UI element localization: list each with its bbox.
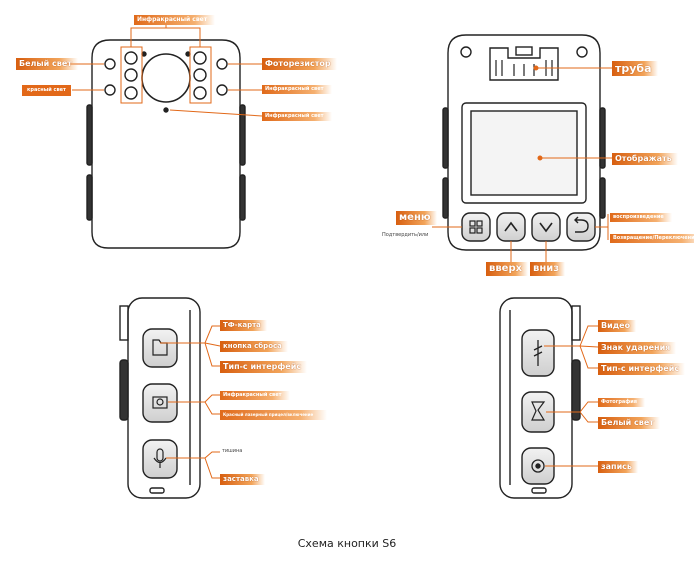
- right-side-view: [499, 297, 581, 499]
- right-side-port: [531, 487, 547, 494]
- front-photoresistor-label: Фоторезистор: [262, 58, 337, 70]
- back-pipe-label: труба: [612, 61, 658, 76]
- screen-bezel: [461, 102, 587, 204]
- clip-pipe: [489, 47, 559, 81]
- back-display-label: Отображать: [612, 153, 678, 165]
- right-white-light-label: Белый свет: [598, 417, 660, 429]
- back-right-rib: [599, 107, 606, 169]
- record-icon: [531, 459, 545, 473]
- left-leaders: [160, 325, 221, 479]
- back-button[interactable]: [566, 212, 596, 242]
- microphone-icon: [156, 448, 164, 462]
- led-left-1: [124, 51, 138, 65]
- left-side-clip: [119, 305, 129, 341]
- front-body: [91, 39, 241, 249]
- chevron-up-icon: [504, 221, 518, 232]
- left-side-rib: [119, 359, 129, 421]
- burst-icon: [531, 401, 546, 421]
- left-screensaver-label: заставка: [220, 474, 265, 485]
- ir-led-right: [216, 84, 228, 96]
- red-led: [104, 84, 116, 96]
- front-right-rib-2: [239, 174, 246, 221]
- photoresistor-hole-2: [185, 51, 191, 57]
- left-button-2[interactable]: [142, 383, 178, 423]
- left-led-group: [120, 46, 143, 104]
- nav-buttons: [461, 212, 596, 242]
- right-led-group: [189, 46, 212, 104]
- up-button[interactable]: [496, 212, 526, 242]
- back-body: [447, 34, 601, 251]
- front-ir-mic-label: Инфракрасный свет: [262, 112, 332, 121]
- photoresistor-hole: [141, 51, 147, 57]
- back-left-rib: [442, 107, 449, 169]
- front-left-rib-2: [86, 174, 93, 221]
- right-video-label: Видео: [598, 320, 637, 332]
- left-tf-card-label: ТФ-карта: [220, 320, 267, 331]
- right-side-rib: [571, 359, 581, 421]
- front-ir-top-label: Инфракрасный свет: [134, 15, 216, 25]
- right-photo-label: Фотография: [598, 398, 645, 407]
- led-right-1: [193, 51, 207, 65]
- display-screen: [470, 110, 578, 196]
- right-leaders: [544, 325, 599, 467]
- left-red-laser-label: Красный лазерный прицел/включение: [220, 410, 328, 420]
- back-leaders: [432, 65, 612, 262]
- grid-icon: [469, 220, 483, 234]
- left-mute-label: тишина: [222, 448, 243, 454]
- back-return-label: Возвращение/Переключение: [610, 234, 694, 243]
- front-view: [86, 39, 246, 249]
- front-mic-hole: [163, 107, 169, 113]
- left-button-1[interactable]: [142, 328, 178, 368]
- left-ir-light-label: Инфракрасный свет: [220, 391, 290, 400]
- down-button[interactable]: [531, 212, 561, 242]
- front-lens: [141, 53, 191, 103]
- back-left-rib-2: [442, 177, 449, 219]
- back-down-label: вниз: [530, 262, 566, 276]
- video-camera-icon: [533, 340, 543, 366]
- left-side-view: [119, 297, 201, 499]
- back-confirm-label: Подтвердить/или: [382, 232, 429, 238]
- left-type-c-label: Тип-с интерфейс: [220, 361, 308, 373]
- led-left-3: [124, 86, 138, 100]
- camera-icon: [152, 396, 168, 409]
- front-right-rib: [239, 104, 246, 166]
- left-side-port: [149, 487, 165, 494]
- front-white-light-label: Белый свет: [16, 58, 78, 70]
- front-ir-right-label: Инфракрасный свет: [262, 85, 332, 94]
- white-led: [104, 58, 116, 70]
- back-playback-label: воспроизведение: [610, 213, 672, 222]
- led-right-3: [193, 86, 207, 100]
- diagram-caption: Схема кнопки S6: [297, 537, 397, 550]
- led-left-2: [124, 68, 138, 82]
- right-side-clip: [571, 305, 581, 341]
- screw-tl: [460, 46, 472, 58]
- back-right-rib-2: [599, 177, 606, 219]
- right-record-label: запись: [598, 461, 638, 473]
- return-arrow-icon: [574, 216, 589, 233]
- front-left-rib: [86, 104, 93, 166]
- back-view: [442, 34, 606, 251]
- right-type-c-label: Тип-с интерфейс: [598, 363, 686, 375]
- screw-tr: [576, 46, 588, 58]
- back-menu-label: меню: [396, 211, 437, 225]
- right-beep-label: Знак ударения: [598, 342, 677, 354]
- menu-button[interactable]: [461, 212, 491, 242]
- left-reset-label: кнопка сброса: [220, 341, 288, 352]
- front-red-light-label: красный свет: [22, 85, 71, 96]
- chevron-down-icon: [539, 222, 553, 233]
- back-up-label: вверх: [486, 262, 529, 276]
- photoresistor: [216, 58, 228, 70]
- clip-latch: [515, 46, 533, 56]
- left-button-3[interactable]: [142, 439, 178, 479]
- led-right-2: [193, 68, 207, 82]
